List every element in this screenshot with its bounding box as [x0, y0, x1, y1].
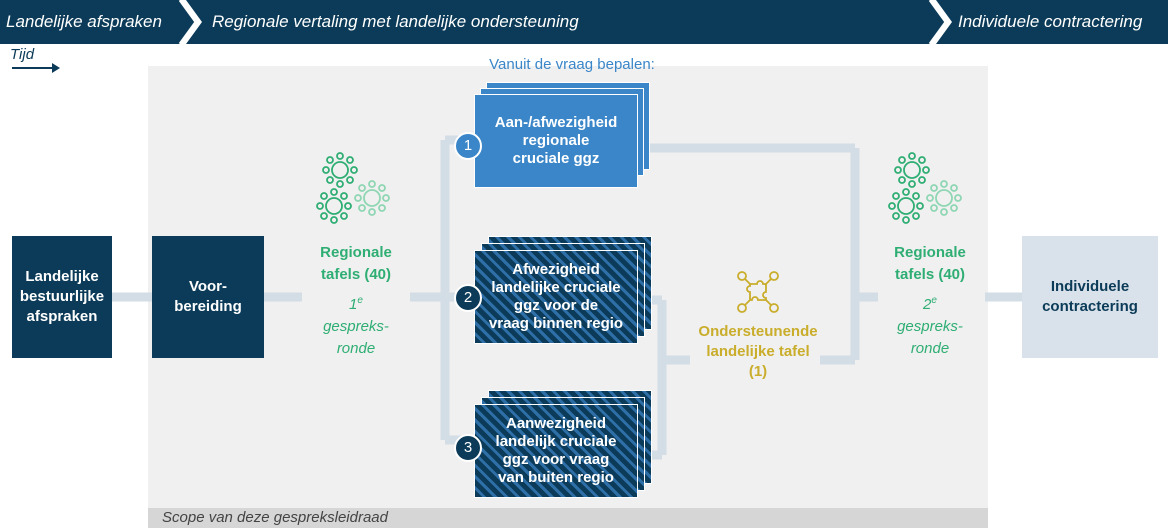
round-left-sub1: gespreks- [323, 318, 389, 335]
individuele-contractering-box: Individuele contractering [1022, 236, 1158, 358]
stack-2-layer-front [474, 250, 638, 344]
tijd-label: Tijd [10, 46, 35, 63]
stack-2-line1: Afwezigheid [512, 261, 600, 278]
voorbereiding-line2: bereiding [174, 298, 242, 315]
landelijke-bestuurlijke-afspraken-box: Landelijke bestuurlijke afspraken [12, 236, 112, 358]
meeting-tables-icon-right [888, 152, 962, 224]
regionale-left-title1: Regionale [320, 244, 392, 261]
stack-1-line1: Aan-/afwezigheid [494, 114, 618, 131]
stack-3-line3: ggz voor vraag [502, 451, 610, 468]
regionale-right-title2: tafels (40) [894, 266, 966, 283]
voorbereiding-line1: Voor- [188, 278, 228, 295]
phase-regionale-label: Regionale vertaling met landelijke onder… [212, 12, 579, 31]
stack-3-line2: landelijk cruciale [495, 433, 617, 450]
ondersteunende-line2: landelijke tafel [706, 343, 810, 360]
round-left-sub2: ronde [336, 340, 376, 357]
stack-3-layer-front [474, 404, 638, 498]
regionale-tafels-right-title: Regionale tafels (40) [874, 242, 986, 286]
phase-individuele-shape [936, 0, 1168, 44]
round-left-number: 1e [349, 295, 363, 313]
time-arrow-icon [12, 63, 60, 73]
stack-2-line4: vraag binnen regio [488, 315, 624, 332]
puzzle-collaboration-icon [737, 271, 779, 313]
individuele-line1: Individuele [1050, 278, 1130, 295]
individuele-line2: contractering [1042, 298, 1138, 315]
stack-1-text: Aan-/afwezigheid regionale cruciale ggz [474, 94, 638, 188]
ondersteunende-landelijke-tafel: Ondersteunende landelijke tafel (1) [688, 322, 828, 382]
stack-1-line2: regionale [522, 132, 590, 149]
ondersteunende-line1: Ondersteunende [698, 323, 818, 340]
stack-2-text: Afwezigheid landelijke cruciale ggz voor… [474, 250, 638, 344]
round-right-sub2: ronde [910, 340, 950, 357]
stack-1-number-badge: 1 [454, 132, 482, 160]
phase-banner [0, 0, 1168, 44]
left-box-line3: afspraken [26, 308, 98, 325]
stack-1-line3: cruciale ggz [512, 150, 600, 167]
round-right-number: 2e [923, 295, 937, 313]
stack-3-text: Aanwezigheid landelijk cruciale ggz voor… [474, 404, 638, 498]
regionale-tafels-left-title: Regionale tafels (40) [300, 242, 412, 286]
stack-2-line3: ggz voor de [513, 297, 599, 314]
stack-2-line2: landelijke cruciale [491, 279, 621, 296]
phase-landelijke-shape [0, 0, 196, 44]
stack-3-line1: Aanwezigheid [505, 415, 606, 432]
regionale-left-title2: tafels (40) [320, 266, 392, 283]
phase-individuele-label: Individuele contractering [958, 12, 1143, 31]
round-right-sub1: gespreks- [897, 318, 963, 335]
phase-landelijke-label: Landelijke afspraken [6, 12, 162, 31]
gespreksronde-right: 2e gespreks- ronde [874, 290, 986, 360]
ondersteunende-line3: (1) [748, 363, 768, 380]
left-box-line1: Landelijke [25, 268, 99, 285]
stack-2-number-badge: 2 [454, 284, 482, 312]
meeting-tables-icon [316, 152, 390, 224]
stack-1-layer-front [474, 94, 638, 188]
left-box-line2: bestuurlijke [19, 288, 105, 305]
regionale-right-title1: Regionale [894, 244, 966, 261]
gespreksronde-left: 1e gespreks- ronde [300, 290, 412, 360]
stack-3-number-badge: 3 [454, 434, 482, 462]
phase-regionale-shape [186, 0, 946, 44]
vanuit-de-vraag-label: Vanuit de vraag bepalen: [489, 56, 655, 73]
scope-footer: Scope van deze gespreksleidraad [148, 508, 988, 528]
stack-3-line4: van buiten regio [498, 469, 614, 486]
voorbereiding-box: Voor- bereiding [152, 236, 264, 358]
